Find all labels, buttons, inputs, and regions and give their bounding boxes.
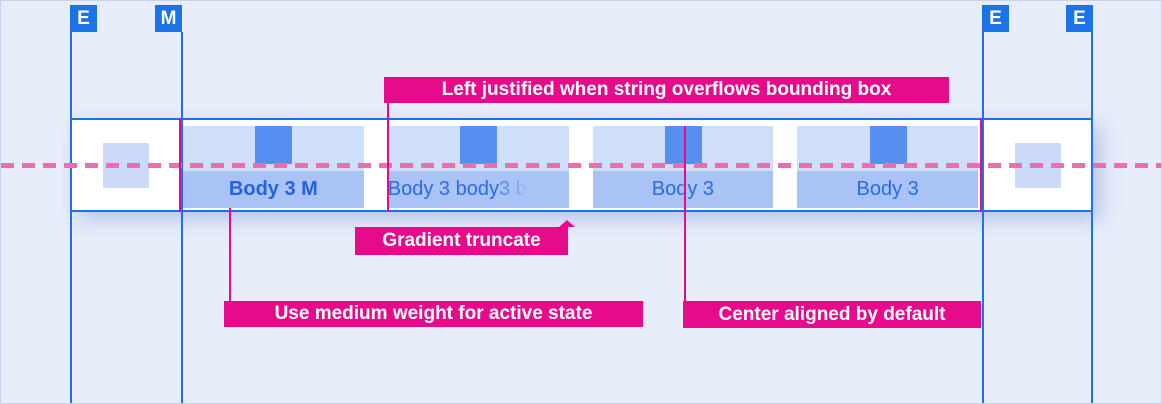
annotation-left-justified: Left justified when string overflows bou… xyxy=(384,77,949,103)
annotation-gradient-truncate: Gradient truncate xyxy=(355,220,575,255)
accent-square xyxy=(869,126,907,164)
margin-marker-e-right1: E xyxy=(982,5,1009,32)
annotation-medium-weight: Use medium weight for active state xyxy=(224,301,643,327)
tab-default-1: Body 3 xyxy=(592,126,774,208)
accent-square xyxy=(460,126,498,164)
annotation-center-aligned: Center aligned by default xyxy=(683,301,981,328)
guide-line-margin-left xyxy=(181,32,183,403)
annotation-line-center-aligned xyxy=(684,126,686,301)
tab-label-active: Body 3 M xyxy=(183,171,364,208)
margin-marker-e-right2: E xyxy=(1066,5,1093,32)
annotation-gradient-truncate-text: Gradient truncate xyxy=(382,230,541,251)
guide-line-edge-right xyxy=(1091,32,1093,403)
annotation-line-left-justified xyxy=(387,103,389,212)
margin-marker-e-left: E xyxy=(70,5,97,32)
accent-square xyxy=(255,126,293,164)
tab-label: Body 3 xyxy=(797,171,978,208)
accent-square xyxy=(664,126,702,164)
guide-line-margin-right xyxy=(982,32,984,403)
tab-label-solid-part: Body 3 body xyxy=(387,178,499,200)
annotation-line-content-left xyxy=(179,118,181,212)
annotation-line-medium-weight xyxy=(229,208,231,301)
baseline-dashed-line xyxy=(1,163,1161,168)
guide-line-edge-left xyxy=(70,32,72,403)
tab-label: Body 3 xyxy=(592,171,774,208)
annotation-line-content-right xyxy=(980,118,982,212)
tab-label-truncated: Body 3 body 3 b xyxy=(387,171,569,208)
tooltip-arrow-up-icon xyxy=(559,220,575,227)
tab-label-faded-part: 3 b xyxy=(499,171,527,208)
margin-marker-m: M xyxy=(155,5,182,32)
